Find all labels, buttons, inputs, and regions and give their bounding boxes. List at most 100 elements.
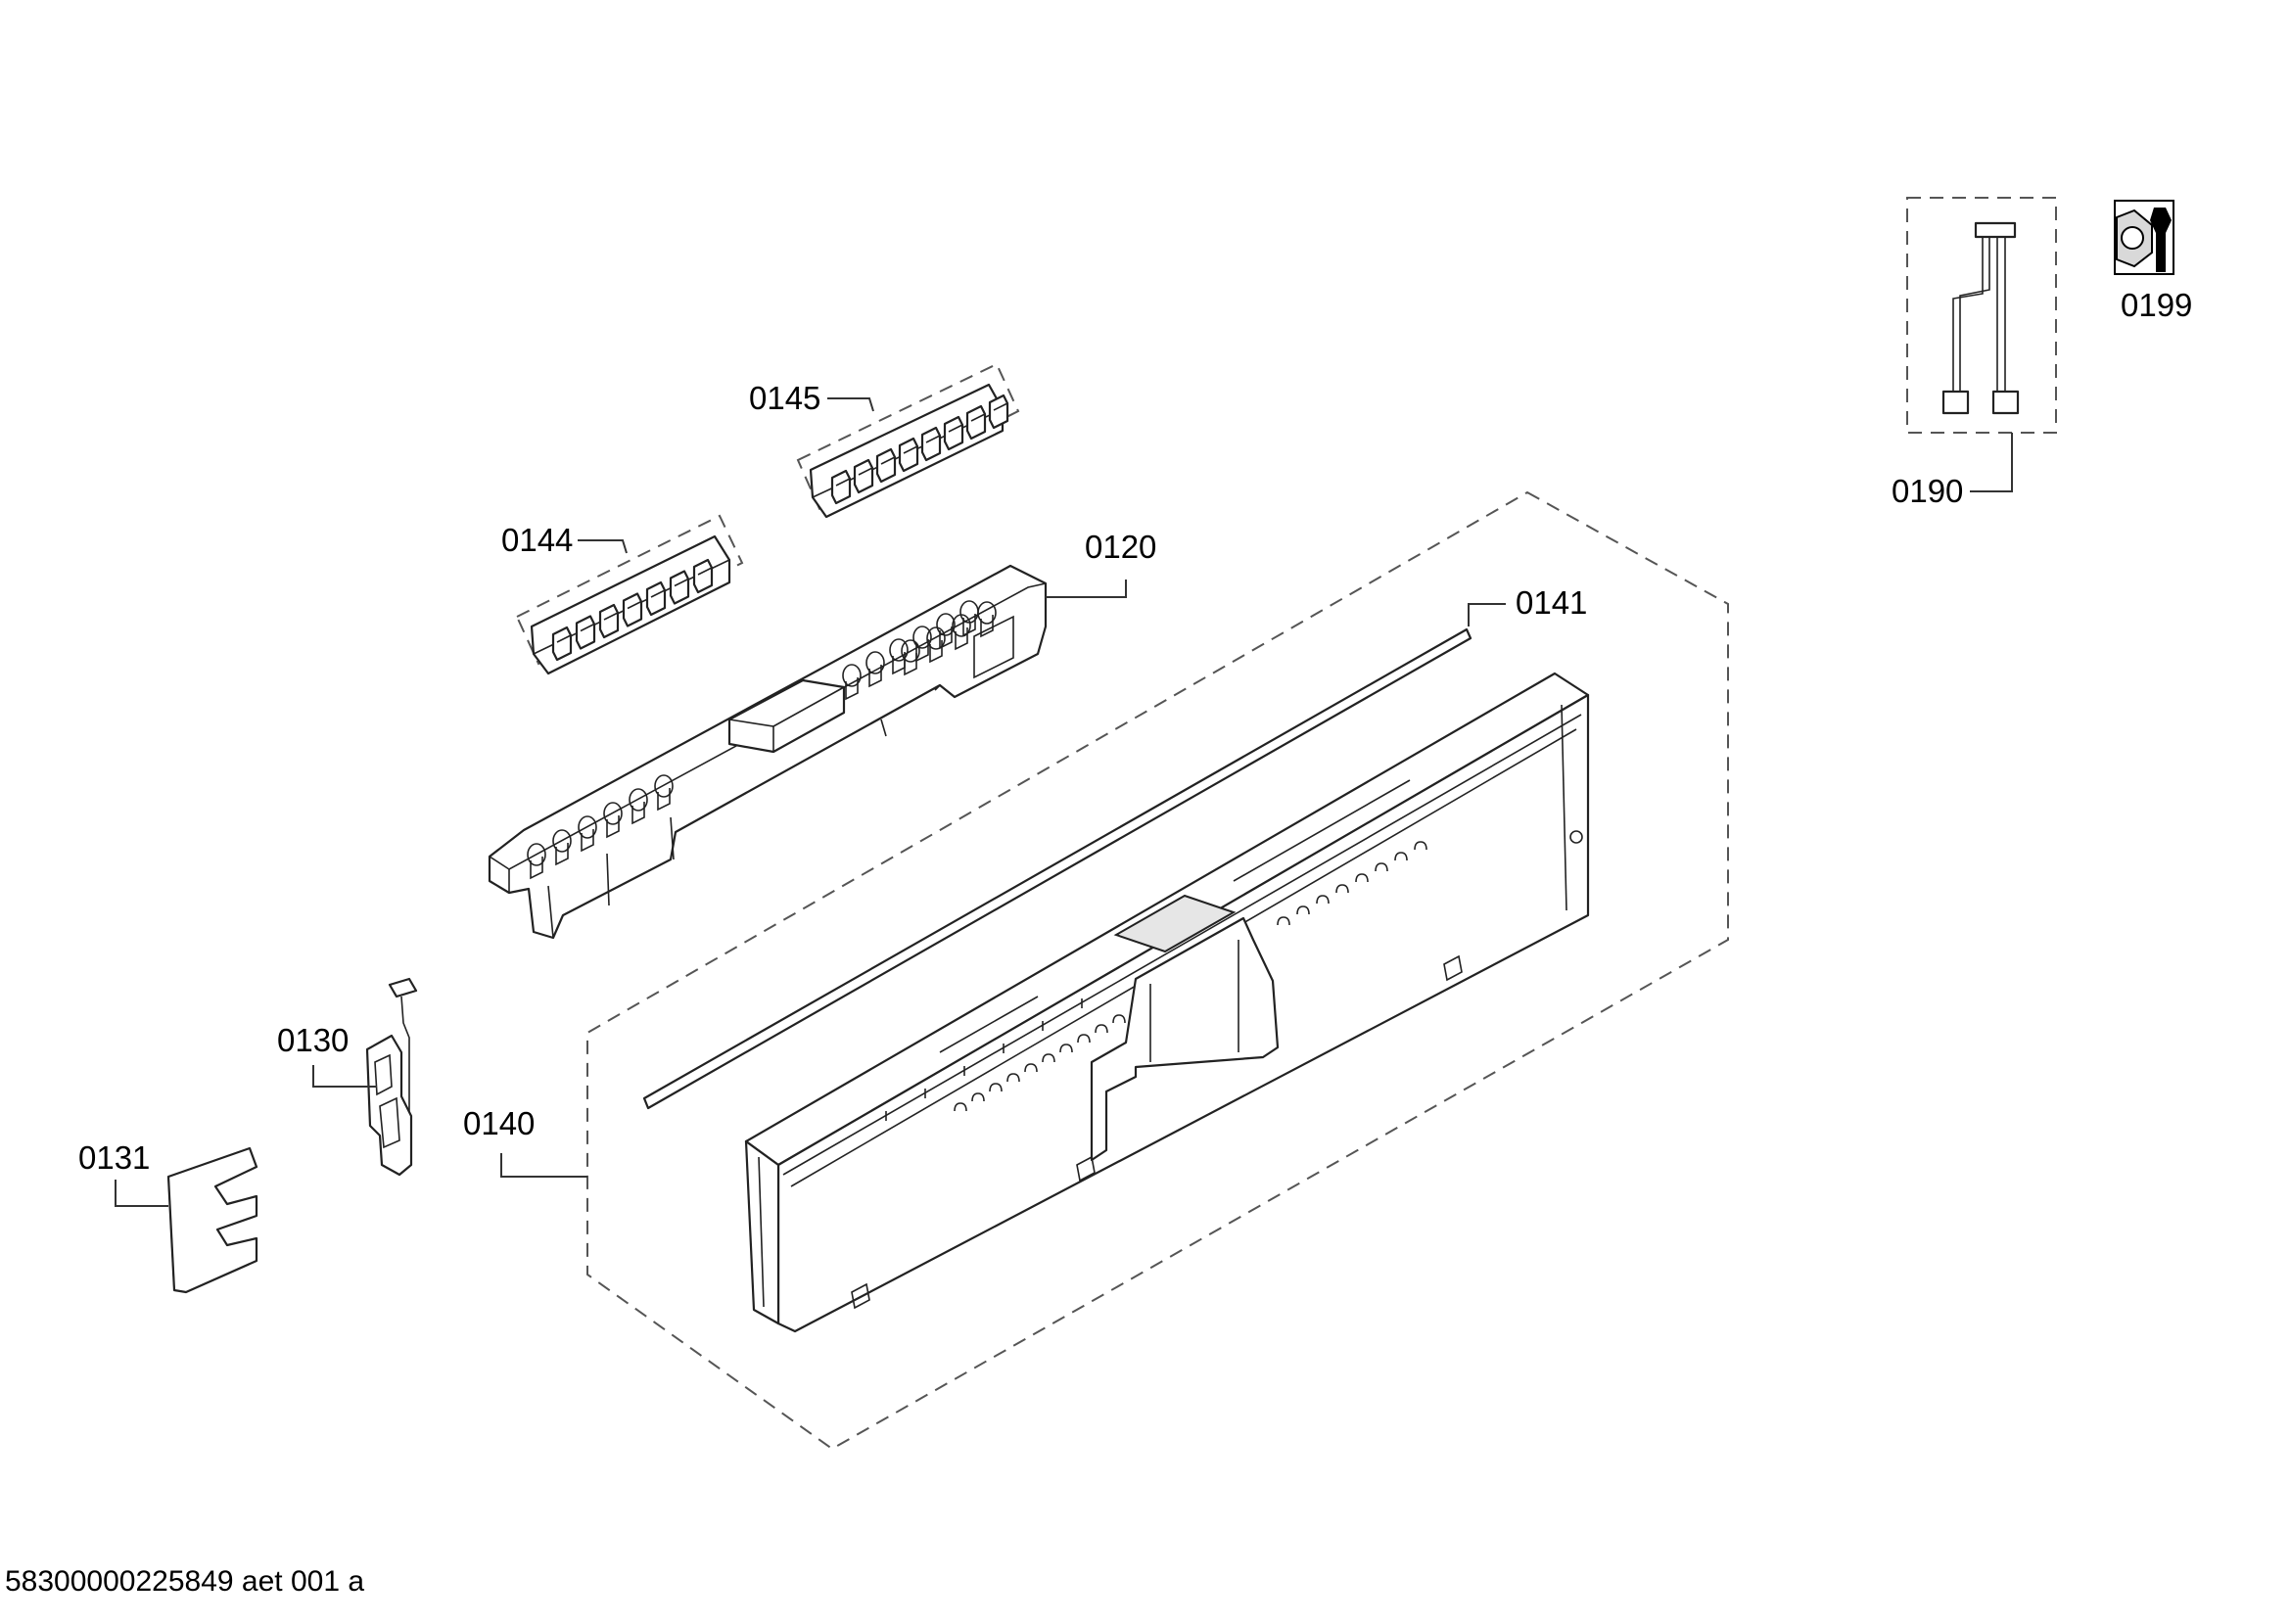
hook [1006, 1073, 1020, 1083]
hook [1077, 1034, 1091, 1044]
key-cap [988, 394, 1009, 430]
hook [954, 1102, 967, 1112]
hook [1112, 1014, 1126, 1024]
label-0199[interactable]: 0199 [2121, 287, 2192, 323]
leader-0120 [1046, 580, 1127, 598]
knob-stem [631, 802, 645, 825]
knob-ring [842, 664, 862, 687]
label-0120[interactable]: 0120 [1085, 529, 1156, 565]
key-edge [948, 424, 963, 433]
knob-ring [977, 601, 997, 625]
leader-0141 [1468, 603, 1506, 626]
label-0145[interactable]: 0145 [749, 380, 820, 416]
key-edge [993, 402, 1008, 411]
knob-stem [657, 788, 671, 812]
knob-stem [939, 626, 953, 650]
part-0190-wiring-harness[interactable] [1906, 197, 2057, 434]
knob-stem [581, 829, 594, 853]
key-cap [645, 580, 667, 617]
key-edge [880, 456, 896, 465]
hook [1277, 916, 1290, 926]
assembly-boundary-0140 [586, 490, 1729, 1451]
key-edge [556, 634, 572, 643]
knob-ring [912, 626, 932, 649]
leader-0140 [500, 1153, 587, 1178]
hook [1059, 1044, 1073, 1053]
nut-wrench-icon[interactable] [2114, 200, 2174, 275]
label-0144[interactable]: 0144 [501, 522, 573, 558]
knob-stem [530, 857, 543, 880]
label-0190[interactable]: 0190 [1892, 473, 1963, 509]
key-cap [551, 626, 573, 662]
knob-ring [926, 626, 946, 650]
key-cap [920, 426, 942, 462]
hook [1394, 852, 1408, 861]
knob-stem [868, 665, 882, 688]
label-0141[interactable]: 0141 [1516, 584, 1587, 621]
knob-ring [603, 802, 623, 825]
knob-ring [952, 614, 971, 637]
key-cap [875, 447, 897, 484]
key-cap [692, 558, 714, 594]
knob-stem [962, 614, 976, 637]
part-0120-control-module[interactable] [488, 564, 1048, 940]
knob-stem [980, 615, 994, 638]
drawing-reference-number: 58300000225849 aet 001 a [5, 1565, 364, 1598]
knob-stem [845, 677, 859, 701]
hook [1296, 905, 1310, 915]
knob-stem [929, 640, 943, 664]
key-cap [598, 603, 620, 639]
part-0130-bracket-sensor[interactable] [365, 977, 418, 1177]
label-0140[interactable]: 0140 [463, 1105, 535, 1141]
leader-0190 [1970, 433, 2013, 492]
key-cap [853, 458, 874, 494]
label-0130[interactable]: 0130 [277, 1022, 349, 1058]
hook [1375, 862, 1388, 872]
part-0140-control-panel[interactable] [744, 672, 1590, 1333]
key-cap [575, 615, 596, 650]
knob-ring [552, 829, 572, 853]
key-edge [970, 413, 986, 422]
key-edge [674, 578, 689, 587]
knob-ring [578, 815, 597, 839]
knob-ring [889, 638, 909, 662]
label-0131[interactable]: 0131 [78, 1139, 150, 1176]
key-cap [965, 404, 987, 441]
knob-ring [901, 639, 920, 663]
key-edge [835, 478, 851, 487]
part-0145-key-strip[interactable] [796, 362, 1020, 519]
key-cap [669, 570, 690, 605]
knob-ring [527, 843, 546, 866]
hook [1042, 1053, 1055, 1063]
hook [1414, 841, 1427, 851]
hook [1024, 1063, 1038, 1073]
key-edge [580, 623, 595, 632]
hook [1355, 873, 1369, 883]
knob-ring [654, 774, 674, 798]
knob-ring [865, 651, 885, 674]
key-edge [925, 435, 941, 443]
knob-stem [915, 639, 929, 663]
hook [1095, 1024, 1108, 1034]
knob-stem [904, 653, 917, 676]
key-edge [603, 612, 619, 621]
part-0144-key-strip[interactable] [515, 514, 744, 675]
key-cap [898, 437, 919, 473]
hook [971, 1092, 985, 1102]
key-edge [858, 467, 873, 476]
knob-stem [955, 627, 968, 651]
knob-ring [629, 788, 648, 812]
hook [989, 1083, 1003, 1092]
part-0131-comb-clip[interactable] [166, 1146, 258, 1294]
key-cap [943, 415, 964, 451]
part-0141-seal-strip[interactable] [642, 627, 1472, 1110]
leader-0130 [312, 1065, 377, 1088]
key-edge [650, 589, 666, 598]
key-edge [697, 567, 713, 576]
key-edge [627, 600, 642, 610]
key-cap [830, 469, 852, 505]
leader-0144 [578, 539, 628, 554]
key-cap [622, 592, 643, 627]
